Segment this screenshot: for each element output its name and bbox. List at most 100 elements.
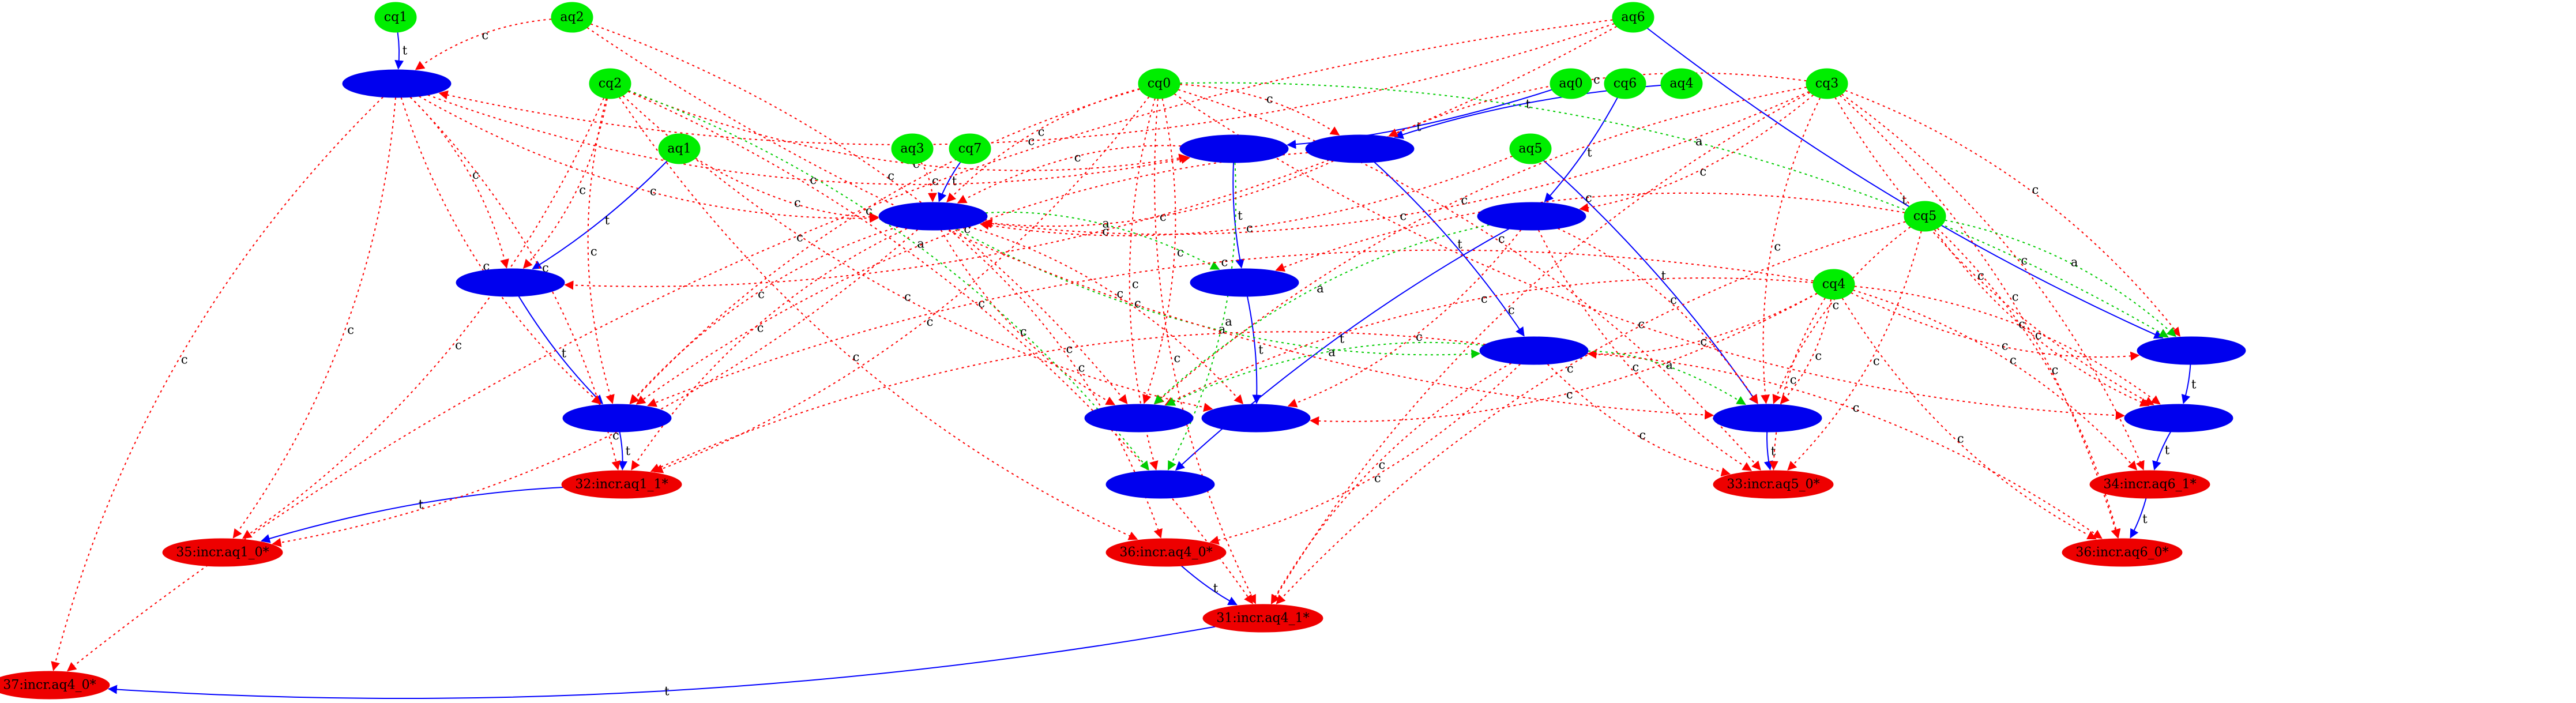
edge-label: c (542, 261, 549, 275)
edge-op_r1b-to-op_mid (983, 160, 1334, 228)
edge-op_c3-to-op_l2 (1165, 341, 1484, 406)
edge-aq2-to-op_top (415, 18, 552, 70)
edge-cq3-to-op_mid (982, 91, 1810, 235)
edge-aq6-to-op_r4 (1646, 28, 2164, 339)
edge-cq2-to-op_l3 (622, 95, 1213, 412)
edge-label: t (2191, 378, 2197, 392)
node-label: aq4 (1669, 77, 1693, 91)
edge-label: t (1258, 343, 1263, 356)
edge-label: c (650, 184, 657, 198)
node-label: cq5 (1913, 209, 1936, 224)
queue-node-shape (1138, 68, 1180, 99)
edge-label: t (1661, 269, 1667, 283)
node-label: 32:incr.aq1_1* (575, 478, 668, 492)
edge-cq3-to-op_l2 (1154, 87, 1807, 405)
edge-op_top-to-r_aq1_1 (409, 96, 621, 471)
op-node-shape (1305, 134, 1415, 163)
edge-op_top-to-r_aq_b (51, 96, 383, 671)
edge-op_aq5-to-r_aq5_0 (1537, 230, 1753, 471)
node-label: 31:incr.aq4_1* (1216, 611, 1309, 626)
node-aq5: aq5 (1509, 133, 1552, 164)
edge-label: a (1225, 315, 1232, 329)
node-r_aq4_1: 31:incr.aq4_1* (1202, 604, 1323, 633)
node-r_aq6_0: 36:incr.aq6_0* (2062, 538, 2183, 567)
queue-node-shape (589, 68, 631, 99)
result-node-shape (561, 470, 682, 499)
edge-label: c (2002, 339, 2009, 353)
edge-label: t (664, 684, 670, 698)
node-label: aq5 (1518, 142, 1542, 156)
op-node-shape (1479, 336, 1589, 365)
edge-aq6-to-op_aq1 (564, 25, 1617, 290)
edge-label: t (1457, 237, 1462, 251)
op-node-shape (1477, 202, 1586, 231)
edge-label: c (1632, 360, 1639, 374)
edge-label: c (1221, 255, 1228, 269)
node-cq6: cq6 (1604, 68, 1646, 99)
edge-aq1-to-op_aq1 (532, 160, 668, 270)
edge-op_c3-to-r_aq5_0 (1547, 363, 1731, 477)
edge-label: c (932, 174, 939, 187)
edge-cq2-to-op_c2 (628, 89, 1149, 471)
edge-op_mid-to-op_l1 (629, 226, 898, 404)
edge-label: c (1134, 296, 1141, 310)
node-cq0: cq0 (1138, 68, 1180, 99)
edge-cq0-to-op_r1b (1179, 84, 1340, 136)
edge-label: t (605, 213, 610, 227)
edge-label: c (1132, 277, 1139, 291)
node-label: cq1 (384, 10, 407, 25)
edge-label: t (1902, 193, 1907, 207)
edge-label: c (1174, 351, 1180, 365)
edge-cq4-to-op_r5 (1854, 285, 2161, 405)
edge-cq4-to-op_l3 (1310, 292, 1818, 426)
edge-op_mid-to-op_c3 (956, 228, 1481, 359)
edge-cq4-to-op_l2 (1164, 277, 1814, 405)
op-node-shape (2124, 404, 2233, 433)
op-node-shape (878, 202, 988, 231)
edge-cq4-to-op_r4 (1851, 292, 2140, 361)
node-op_aq1 (456, 268, 565, 297)
node-cq2: cq2 (589, 68, 631, 99)
node-aq4: aq4 (1660, 68, 1703, 99)
node-label: aq0 (1559, 77, 1582, 91)
edge-op_c3-to-r_aq6_0 (1586, 353, 2103, 539)
node-label: 37:incr.aq4_0* (3, 678, 96, 693)
op-node-shape (1713, 404, 1822, 433)
edge-label: c (1774, 239, 1781, 253)
edge-label: c (1498, 232, 1505, 246)
edge-label: c (1853, 401, 1860, 415)
edge-cq0-to-op_c2 (1129, 98, 1159, 471)
edge-layer: tccttttttttttttttttttttcccccccccccccaccc… (51, 18, 2197, 700)
node-r_aq_b: 37:incr.aq4_0* (0, 671, 110, 700)
edge-label: c (1246, 221, 1253, 235)
edge-label: c (888, 169, 894, 183)
edge-aq2-to-op_r3 (586, 27, 1714, 420)
edge-cq2-to-r_aq1_0 (242, 97, 604, 539)
edge-label: c (1957, 432, 1964, 446)
node-cq5: cq5 (1904, 201, 1946, 232)
edge-cq4-to-r_aq6_0 (1841, 298, 2097, 540)
edge-aq5-to-op_r3 (1543, 160, 1758, 404)
node-cq7: cq7 (949, 133, 991, 164)
edge-aq6-to-r_aq_b (66, 19, 1613, 672)
edge-label: t (419, 498, 424, 512)
node-op_r1b (1305, 134, 1415, 163)
node-label: aq2 (560, 10, 584, 25)
edge-op_r4-to-op_r5 (2181, 364, 2191, 404)
edge-label: c (2052, 363, 2059, 377)
edge-label: c (612, 428, 619, 442)
node-r_aq6_1: 34:incr.aq6_1* (2089, 470, 2210, 499)
result-node-shape (2089, 470, 2210, 499)
edge-cq0-to-r_aq1_1 (653, 96, 1150, 473)
edge-label: c (1461, 193, 1468, 207)
edge-label: c (1639, 428, 1646, 442)
edge-label: t (403, 43, 408, 57)
edge-op_mid-to-r_aq1_0 (272, 229, 919, 547)
edge-aq1-to-op_mid (695, 157, 879, 222)
edge-label: c (1028, 134, 1035, 148)
edge-cq4-to-op_r3 (1780, 299, 1832, 404)
edge-op_aq1-to-op_l1 (518, 296, 604, 405)
edge-label: c (1699, 165, 1706, 179)
node-op_c2 (1105, 470, 1215, 499)
edge-label: c (2021, 253, 2028, 267)
